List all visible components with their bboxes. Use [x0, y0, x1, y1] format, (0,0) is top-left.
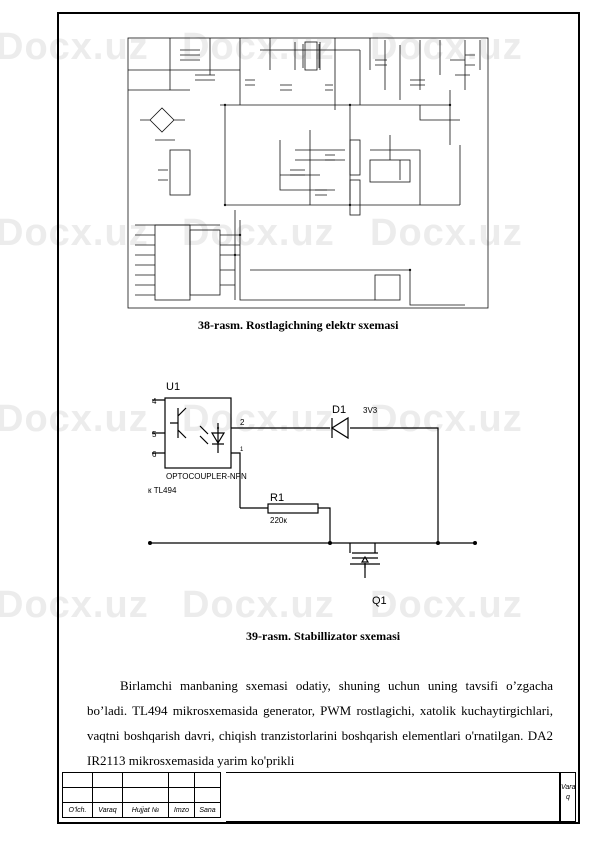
r1-label: R1 [270, 492, 284, 504]
pin4-label: 4 [152, 397, 157, 406]
tl494-label: к TL494 [148, 486, 177, 495]
pin5-label: 5 [152, 430, 157, 439]
watermark: Docx.uz [182, 26, 335, 68]
watermark: Docx.uz [0, 398, 149, 440]
q1-label: Q1 [372, 595, 387, 607]
r1-value: 220к [270, 516, 287, 525]
watermark: Docx.uz [0, 584, 149, 626]
title-block: O’lch. Varaq Hujjat № Imzo Sana Vara q [62, 772, 576, 822]
page-frame [57, 12, 580, 824]
optocoupler-label: OPTOCOUPLER-NPN [166, 472, 247, 481]
body-paragraph: Birlamchi manbaning sxemasi odatiy, shun… [87, 678, 553, 768]
d1-label: D1 [332, 404, 346, 416]
figure-38-caption: 38-rasm. Rostlagichning elektr sxemasi [198, 318, 399, 332]
stamp-date-label: Sana [194, 802, 221, 818]
figure-39-caption: 39-rasm. Stabillizator sxemasi [246, 629, 401, 643]
stamp-sheet-label: Varaq [92, 802, 123, 818]
watermark: Docx.uz [0, 26, 149, 68]
watermark: Docx.uz [370, 398, 523, 440]
pin6-label: 6 [152, 450, 157, 459]
d1-value: 3V3 [363, 406, 378, 415]
pin2-label: 2 [240, 418, 245, 427]
watermark: Docx.uz [182, 584, 335, 626]
watermark: Docx.uz [370, 212, 523, 254]
watermark: Docx.uz [370, 584, 523, 626]
regulator-schematic [127, 37, 489, 309]
stabilizer-schematic: U1 4 5 6 2 1 OPTOCOUPLER-NPN к TL494 D1 … [148, 381, 477, 607]
watermark: Docx.uz [182, 212, 335, 254]
watermark: Docx.uz [370, 26, 523, 68]
stamp-document-label: Hujjat № [122, 802, 169, 818]
stamp-signature-label: Imzo [168, 802, 195, 818]
stamp-measure-label: O’lch. [62, 802, 93, 818]
stamp-title-cell [226, 772, 560, 822]
u1-label: U1 [166, 381, 180, 393]
watermark: Docx.uz [0, 212, 149, 254]
pin1-label: 1 [240, 447, 244, 453]
stamp-page-label: Vara q [560, 772, 576, 822]
